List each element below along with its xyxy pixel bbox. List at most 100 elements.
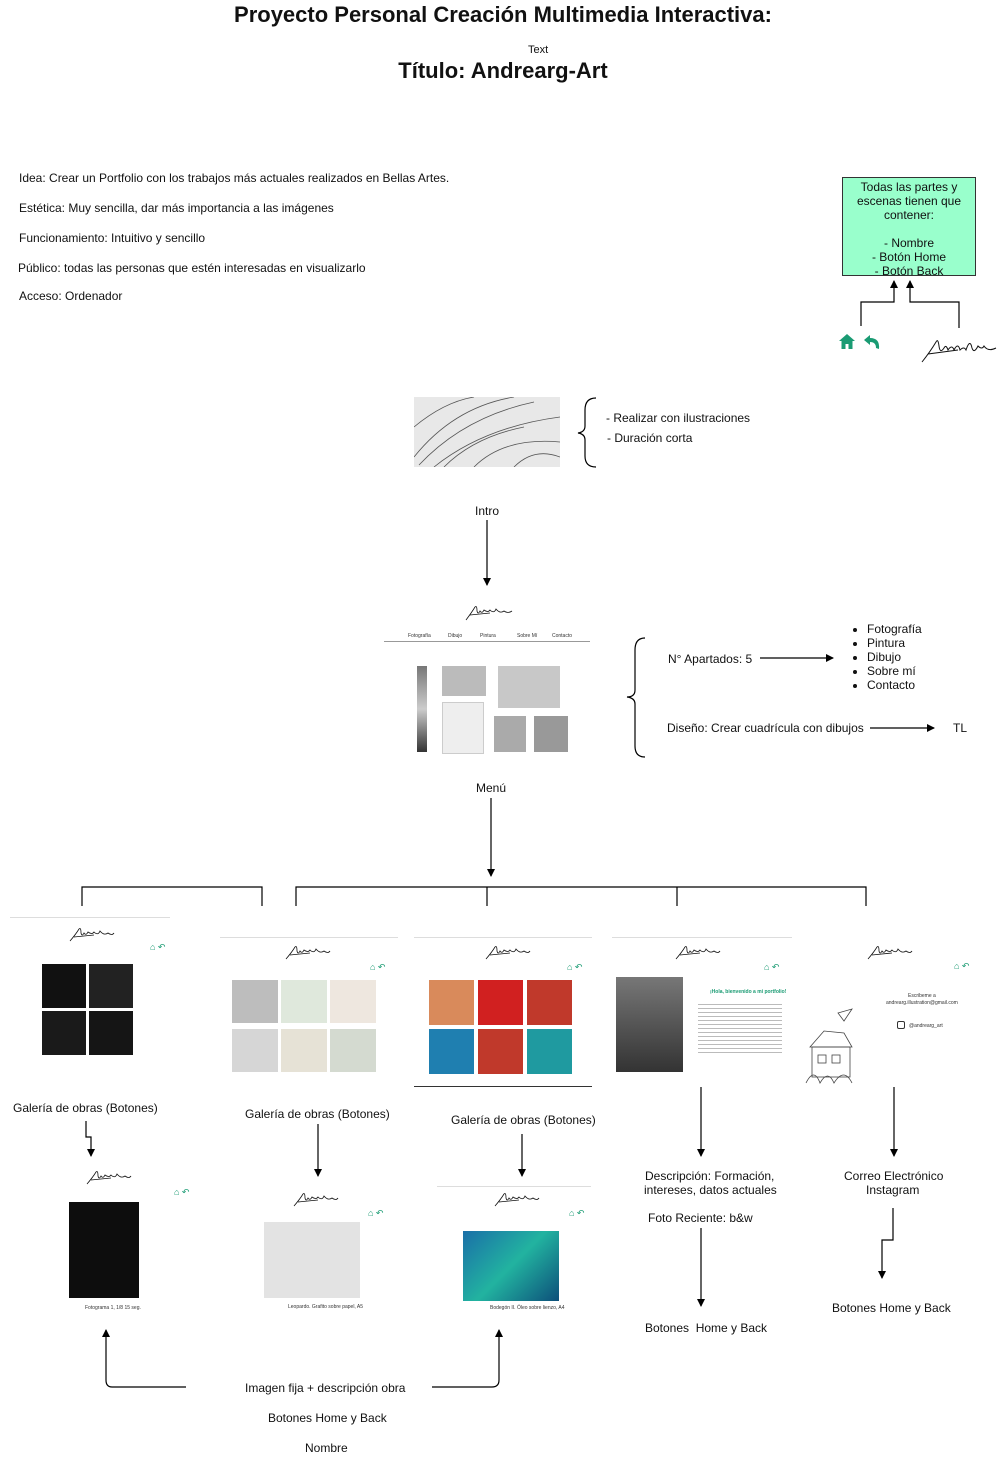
signature-logo — [69, 928, 115, 942]
home-back-buttons[interactable]: ⌂ ↶ — [150, 942, 166, 952]
home-icon — [838, 333, 856, 355]
gallery-painting[interactable] — [527, 980, 572, 1025]
intro-bullet: - Realizar con ilustraciones — [606, 411, 751, 425]
note-line: - Botón Back — [874, 264, 944, 278]
tl-label: TL — [953, 721, 968, 735]
requirements-note: Todas las partes y escenas tienen que co… — [842, 177, 976, 278]
signature-logo — [293, 1193, 339, 1207]
about-photo-text: Foto Reciente: b&w — [648, 1211, 753, 1225]
grid-drawing[interactable] — [442, 666, 486, 696]
detail-painting — [463, 1231, 559, 1301]
diagram-subtitle: Título: Andrearg-Art — [398, 58, 608, 83]
signature-logo — [867, 946, 913, 960]
note-line: escenas tienen que — [856, 194, 962, 208]
profile-photo — [616, 977, 683, 1072]
gallery-photo[interactable] — [89, 1011, 133, 1055]
footer-line: Imagen fija + descripción obra — [245, 1381, 406, 1395]
grid-drawing[interactable] — [417, 666, 427, 752]
footer-line: Nombre — [305, 1441, 348, 1455]
grid-drawing[interactable] — [498, 666, 560, 708]
gallery-label: Galería de obras (Botones) — [245, 1107, 390, 1121]
signature-logo — [494, 1193, 540, 1207]
section-item: Fotografía — [867, 622, 922, 636]
section-item: Contacto — [867, 678, 922, 692]
home-back-buttons[interactable]: ⌂ ↶ — [368, 1208, 384, 1218]
intro-sketch-image — [414, 397, 560, 467]
note-line: Todas las partes y — [860, 180, 958, 194]
house-sketch — [805, 1008, 853, 1084]
text-label: Text — [528, 44, 549, 56]
menu-label: Menú — [476, 781, 507, 795]
contact-mockup: ⌂ ↶ Escribeme a andrearg.illustration@gm… — [802, 937, 978, 1087]
footer-line: Botones Home y Back — [268, 1411, 387, 1425]
contact-email[interactable]: andrearg.illustration@gmail.com — [886, 1000, 958, 1006]
menu-nav-dibujo[interactable]: Dibujo — [448, 633, 463, 639]
publico-text: Público: todas las personas que estén in… — [18, 261, 366, 275]
gallery-label: Galería de obras (Botones) — [451, 1113, 596, 1127]
instagram-icon[interactable] — [897, 1021, 905, 1029]
contact-instagram[interactable]: @andrearg_art — [909, 1023, 943, 1029]
gallery-photo[interactable] — [42, 1011, 86, 1055]
gallery-drawing[interactable] — [330, 1029, 376, 1072]
diagram-title: Proyecto Personal Creación Multimedia In… — [234, 2, 772, 27]
gallery-drawing[interactable] — [281, 1029, 327, 1072]
section-item: Pintura — [867, 636, 922, 650]
photo-detail-mockup: ⌂ ↶ Fotograma 1, 1/8 15 seg. — [55, 1162, 200, 1312]
gallery-label: Galería de obras (Botones) — [13, 1101, 158, 1115]
about-text-block — [698, 1001, 782, 1053]
home-back-buttons[interactable]: ⌂ ↶ — [764, 962, 780, 972]
gallery-painting[interactable] — [527, 1029, 572, 1074]
gallery-drawing[interactable] — [281, 980, 327, 1023]
gallery-painting[interactable] — [478, 1029, 523, 1074]
menu-nav-sobre-mi[interactable]: Sobre Mí — [517, 633, 538, 639]
signature-logo — [485, 946, 531, 960]
about-description: Descripción: Formación, — [645, 1169, 775, 1183]
detail-photo — [69, 1202, 139, 1298]
acceso-text: Acceso: Ordenador — [19, 289, 123, 303]
home-back-buttons[interactable]: ⌂ ↶ — [174, 1187, 190, 1197]
detail-drawing — [264, 1222, 360, 1298]
grid-drawing[interactable] — [534, 716, 568, 752]
gallery-photo[interactable] — [42, 964, 86, 1008]
back-icon — [863, 333, 881, 356]
home-back-buttons[interactable]: ⌂ ↶ — [569, 1208, 585, 1218]
note-line: - Botón Home — [871, 250, 947, 264]
menu-nav-contacto[interactable]: Contacto — [552, 633, 573, 639]
gallery-drawing[interactable] — [232, 980, 278, 1023]
grid-drawing[interactable] — [442, 702, 484, 754]
work-caption: Leopardo. Grafito sobre papel, A5 — [288, 1304, 364, 1310]
signature-logo — [86, 1171, 132, 1185]
about-description: intereses, datos actuales — [644, 1183, 777, 1197]
gallery-painting[interactable] — [478, 980, 523, 1025]
drawing-gallery-mockup: ⌂ ↶ — [220, 937, 398, 1087]
gallery-photo[interactable] — [89, 964, 133, 1008]
note-line: - Nombre — [883, 236, 934, 250]
menu-nav-fotografia[interactable]: Fotografía — [408, 633, 431, 639]
gallery-drawing[interactable] — [330, 980, 376, 1023]
home-back-buttons[interactable]: ⌂ ↶ — [954, 961, 970, 971]
menu-mockup: Fotografía Dibujo Pintura Sobre Mí Conta… — [384, 598, 590, 758]
intro-bullet: - Duración corta — [607, 431, 693, 445]
painting-gallery-mockup: ⌂ ↶ — [414, 937, 592, 1087]
gallery-painting[interactable] — [429, 1029, 474, 1074]
signature-logo — [918, 332, 998, 371]
grid-drawing[interactable] — [494, 716, 526, 752]
menu-nav-pintura[interactable]: Pintura — [480, 633, 496, 639]
signature-logo — [465, 606, 513, 621]
contact-email-text: Correo Electrónico — [844, 1169, 944, 1183]
about-buttons-text: Botones Home y Back — [645, 1321, 768, 1335]
funcionamiento-text: Funcionamiento: Intuitivo y sencillo — [19, 231, 206, 245]
contact-write-text: Escribeme a — [908, 993, 936, 999]
section-item: Sobre mí — [867, 664, 922, 678]
diseno-text: Diseño: Crear cuadrícula con dibujos — [667, 721, 864, 735]
about-heading: ¡Hola, bienvenido a mi portfolio! — [710, 989, 787, 995]
about-mockup: ⌂ ↶ ¡Hola, bienvenido a mi portfolio! — [612, 937, 792, 1077]
home-back-buttons[interactable]: ⌂ ↶ — [370, 962, 386, 972]
signature-logo — [675, 946, 721, 960]
gallery-painting[interactable] — [429, 980, 474, 1025]
home-back-buttons[interactable]: ⌂ ↶ — [567, 962, 583, 972]
contact-instagram-text: Instagram — [866, 1183, 920, 1197]
gallery-drawing[interactable] — [232, 1029, 278, 1072]
note-line: contener: — [883, 208, 935, 222]
